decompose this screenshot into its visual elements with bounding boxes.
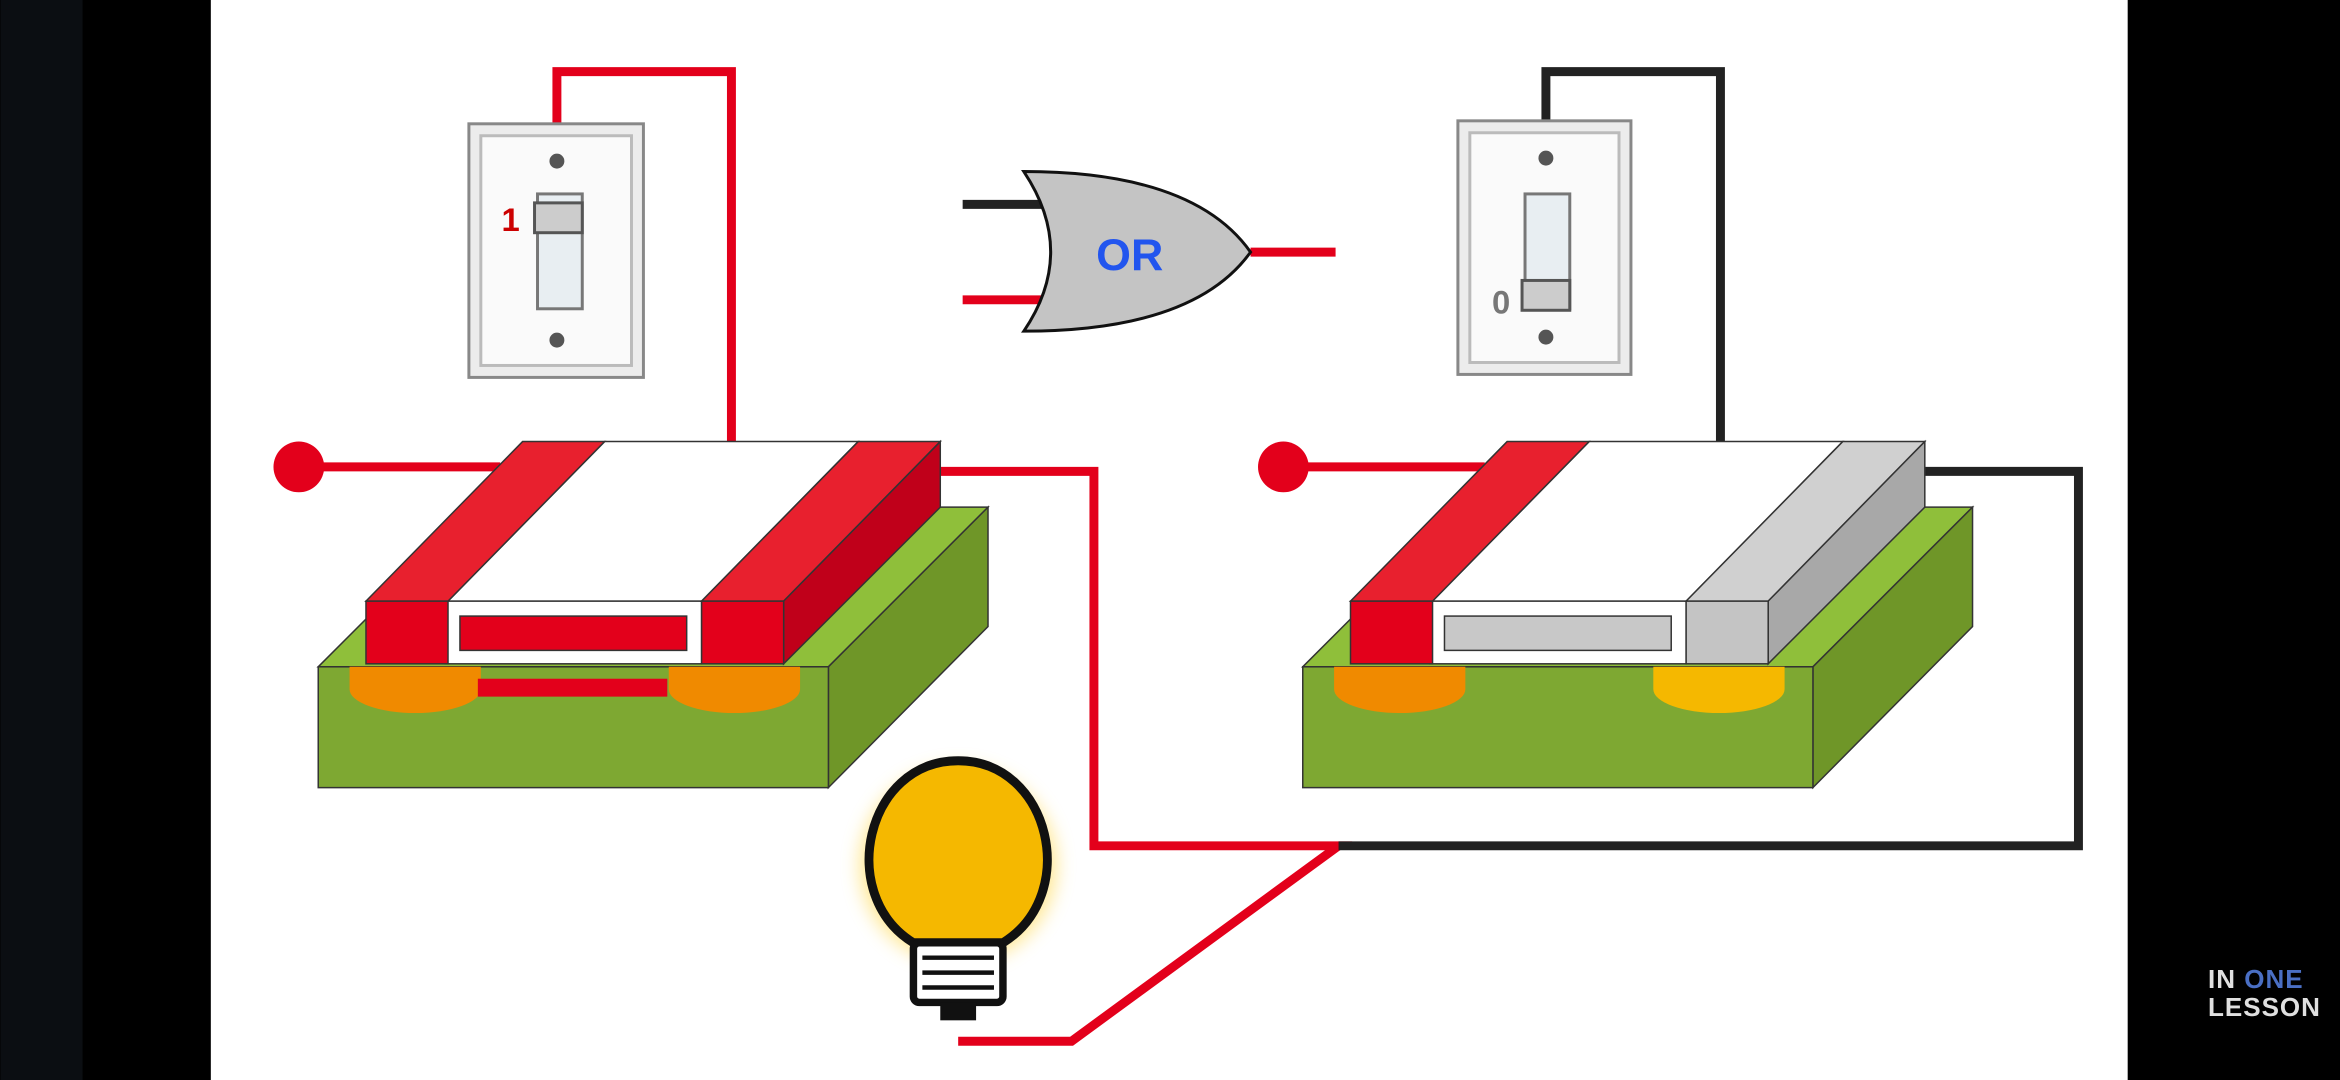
wire-switch-a [552,67,736,442]
watermark-accent: ONE [2244,964,2304,994]
transistor-b [1300,439,1975,790]
gate-terminal-a [273,441,325,493]
switch-b-state-label: 0 [1492,283,1510,320]
watermark-prefix: IN [2208,964,2236,994]
wire-switch-b [1541,67,1725,442]
transistor-a [316,439,990,790]
switch-a-state-label: 1 [502,201,520,238]
or-gate: OR [962,170,1336,333]
switch-b[interactable]: 0 [1456,119,1633,376]
switch-a[interactable]: 1 [467,122,645,379]
or-gate-label: OR [1096,230,1163,280]
wire-output [940,466,1353,1046]
light-bulb-icon [859,756,1057,1021]
watermark-logo: IN ONE LESSON [2208,965,2321,1021]
wire-drain-b [1338,466,2083,851]
gate-terminal-b [1258,441,1309,493]
watermark-line2: LESSON [2208,992,2321,1022]
